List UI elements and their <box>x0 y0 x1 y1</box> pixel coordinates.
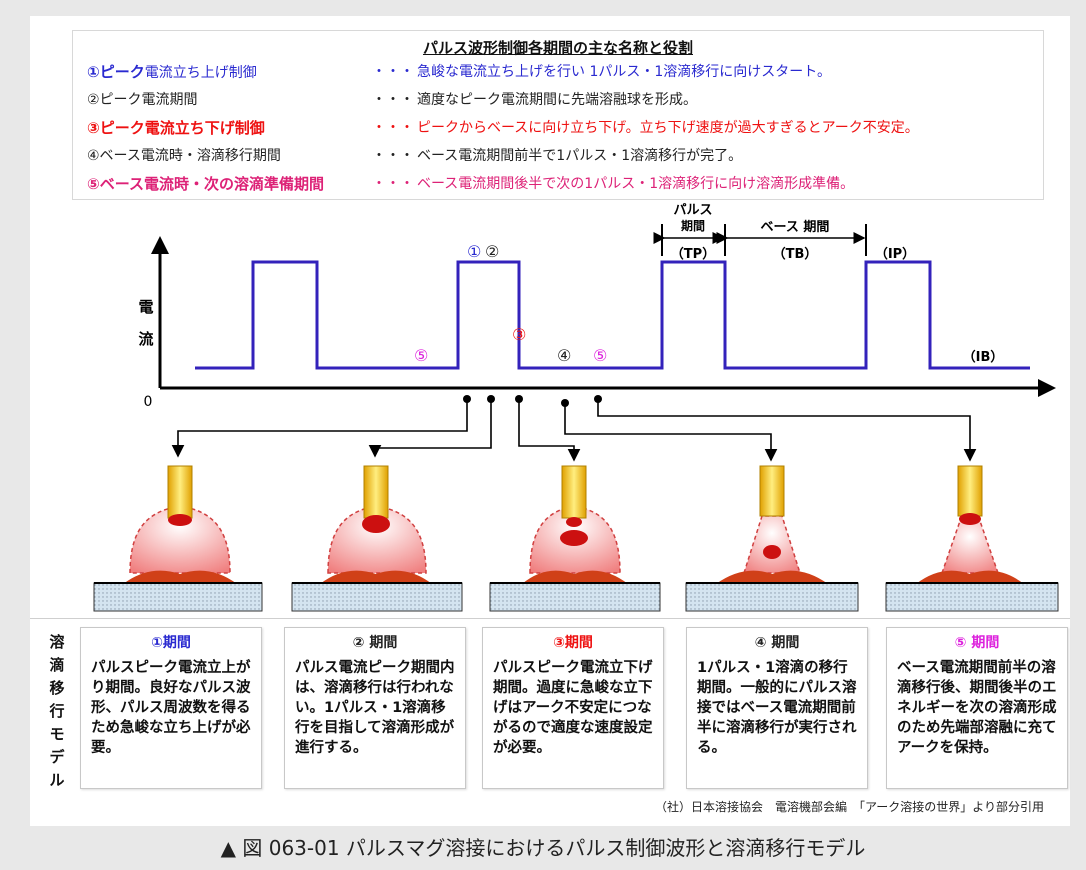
y-axis-label-2: 流 <box>138 330 153 348</box>
connector-dots <box>463 395 602 407</box>
source-citation: （社）日本溶接協会 電溶機部会編 「アーク溶接の世界」より部分引用 <box>654 800 1044 814</box>
model-head: ⑤ 期間 <box>954 635 1000 651</box>
legend-desc: ピークからベースに向け立ち下げ。立ち下げ速度が過大すぎるとアーク不安定。 <box>417 120 919 136</box>
marker-3: ③ <box>512 325 526 344</box>
legend-desc: ベース電流期間後半で次の1パルス・1溶滴移行に向け溶滴形成準備。 <box>417 176 855 192</box>
legend-label-bold: ⑤ベース電流時・次の溶滴準備期間 <box>87 175 324 193</box>
model-box-1: ①期間 パルスピーク電流立上がり期間。良好なパルス波形、パルス周波数を得るため急… <box>80 627 262 789</box>
model-box-4: ④ 期間 1パルス・1溶滴の移行期間。一般的にパルス溶接ではベース電流期間前半に… <box>686 627 868 789</box>
droplet-model-3 <box>489 465 661 612</box>
figure-panel: パルス波形制御各期間の主な名称と役割 ①ピーク電流立ち上げ制御 ・・・ 急峻な電… <box>30 16 1070 826</box>
pulse-period-label-2: 期間 <box>681 218 705 233</box>
tp-label: （TP） <box>671 246 715 262</box>
model-box-2: ② 期間 パルス電流ピーク期間内は、溶滴移行は行われない。1パルス・1溶滴移行を… <box>284 627 466 789</box>
legend-dots: ・・・ <box>372 92 414 108</box>
marker-5: ⑤ <box>593 346 607 365</box>
model-head: ③期間 <box>553 635 593 651</box>
legend-desc: ベース電流期間前半で1パルス・1溶滴移行が完了。 <box>417 148 743 164</box>
legend-dots: ・・・ <box>372 148 414 164</box>
legend-dots: ・・・ <box>372 120 414 136</box>
model-head: ①期間 <box>151 635 191 651</box>
marker-2: ② <box>485 242 499 261</box>
legend-title: パルス波形制御各期間の主な名称と役割 <box>422 39 693 57</box>
model-head: ④ 期間 <box>754 635 800 651</box>
model-body: パルス電流ピーク期間内は、溶滴移行は行われない。1パルス・1溶滴移行を目指して溶… <box>295 660 455 756</box>
legend-label-bold: ③ピーク電流立ち下げ制御 <box>87 119 265 137</box>
model-body: 1パルス・1溶滴の移行期間。一般的にパルス溶接ではベース電流期間前半に溶滴移行が… <box>697 660 857 756</box>
x-axis-arrow-icon <box>1038 379 1056 397</box>
pulse-waveform-diagram: 0 電 流 ① ② ③ ④ ⑤ ⑤ パルス 期間 ベース 期間 （TP） （TB… <box>93 203 1059 612</box>
droplet-model-2 <box>291 465 463 612</box>
y-axis-label-1: 電 <box>138 298 153 316</box>
model-body: ベース電流期間前半の溶滴移行後、期間後半のエネルギーを次の溶滴形成のため先端部溶… <box>897 660 1057 756</box>
marker-4: ④ <box>557 346 571 365</box>
legend-desc: 適度なピーク電流期間に先端溶融球を形成。 <box>417 92 697 108</box>
legend-desc: 急峻な電流立ち上げを行い 1パルス・1溶滴移行に向けスタート。 <box>417 64 831 80</box>
droplet-model-4 <box>685 465 859 612</box>
ip-label: （IP） <box>875 246 915 262</box>
y-axis-arrow-icon <box>151 236 169 254</box>
droplet-model-5 <box>885 465 1059 612</box>
ib-label: （IB） <box>963 349 1004 365</box>
legend-label: ②ピーク電流期間 <box>87 92 198 108</box>
legend-box: パルス波形制御各期間の主な名称と役割 ①ピーク電流立ち上げ制御 ・・・ 急峻な電… <box>72 30 1044 200</box>
pulse-period-label-1: パルス <box>673 203 712 218</box>
connector-lines <box>171 399 977 462</box>
model-head: ② 期間 <box>352 635 398 651</box>
legend-label-bold: ①ピーク <box>87 63 145 81</box>
base-period-label: ベース 期間 <box>761 220 830 235</box>
model-body: パルスピーク電流立下げ期間。過度に急峻な立下げはアーク不安定につながるので適度な… <box>493 660 653 756</box>
droplet-model-1 <box>93 465 263 612</box>
legend-label: ④ベース電流時・溶滴移行期間 <box>87 148 281 164</box>
marker-5-left: ⑤ <box>414 346 428 365</box>
figure-caption: ▲ 図 063-01 パルスマグ溶接におけるパルス制御波形と溶滴移行モデル <box>220 836 866 860</box>
tb-label: （TB） <box>773 246 818 262</box>
origin-label: 0 <box>144 394 153 410</box>
legend-dots: ・・・ <box>372 176 414 192</box>
legend-label: 電流立ち上げ制御 <box>144 65 257 81</box>
model-box-5: ⑤ 期間 ベース電流期間前半の溶滴移行後、期間後半のエネルギーを次の溶滴形成のた… <box>886 627 1068 789</box>
pulse-waveform-line <box>195 260 1030 370</box>
legend-dots: ・・・ <box>372 64 414 80</box>
model-vertical-label: 溶 滴 移 行 モ デ ル <box>49 633 65 789</box>
marker-1: ① <box>467 242 481 261</box>
droplet-model-section: 溶 滴 移 行 モ デ ル ①期間 パルスピーク電流立上がり期間。良好なパルス波… <box>30 618 1070 793</box>
model-body: パルスピーク電流立上がり期間。良好なパルス波形、パルス周波数を得るため急峻な立ち… <box>91 660 251 756</box>
model-box-3: ③期間 パルスピーク電流立下げ期間。過度に急峻な立下げはアーク不安定につながるの… <box>482 627 664 789</box>
